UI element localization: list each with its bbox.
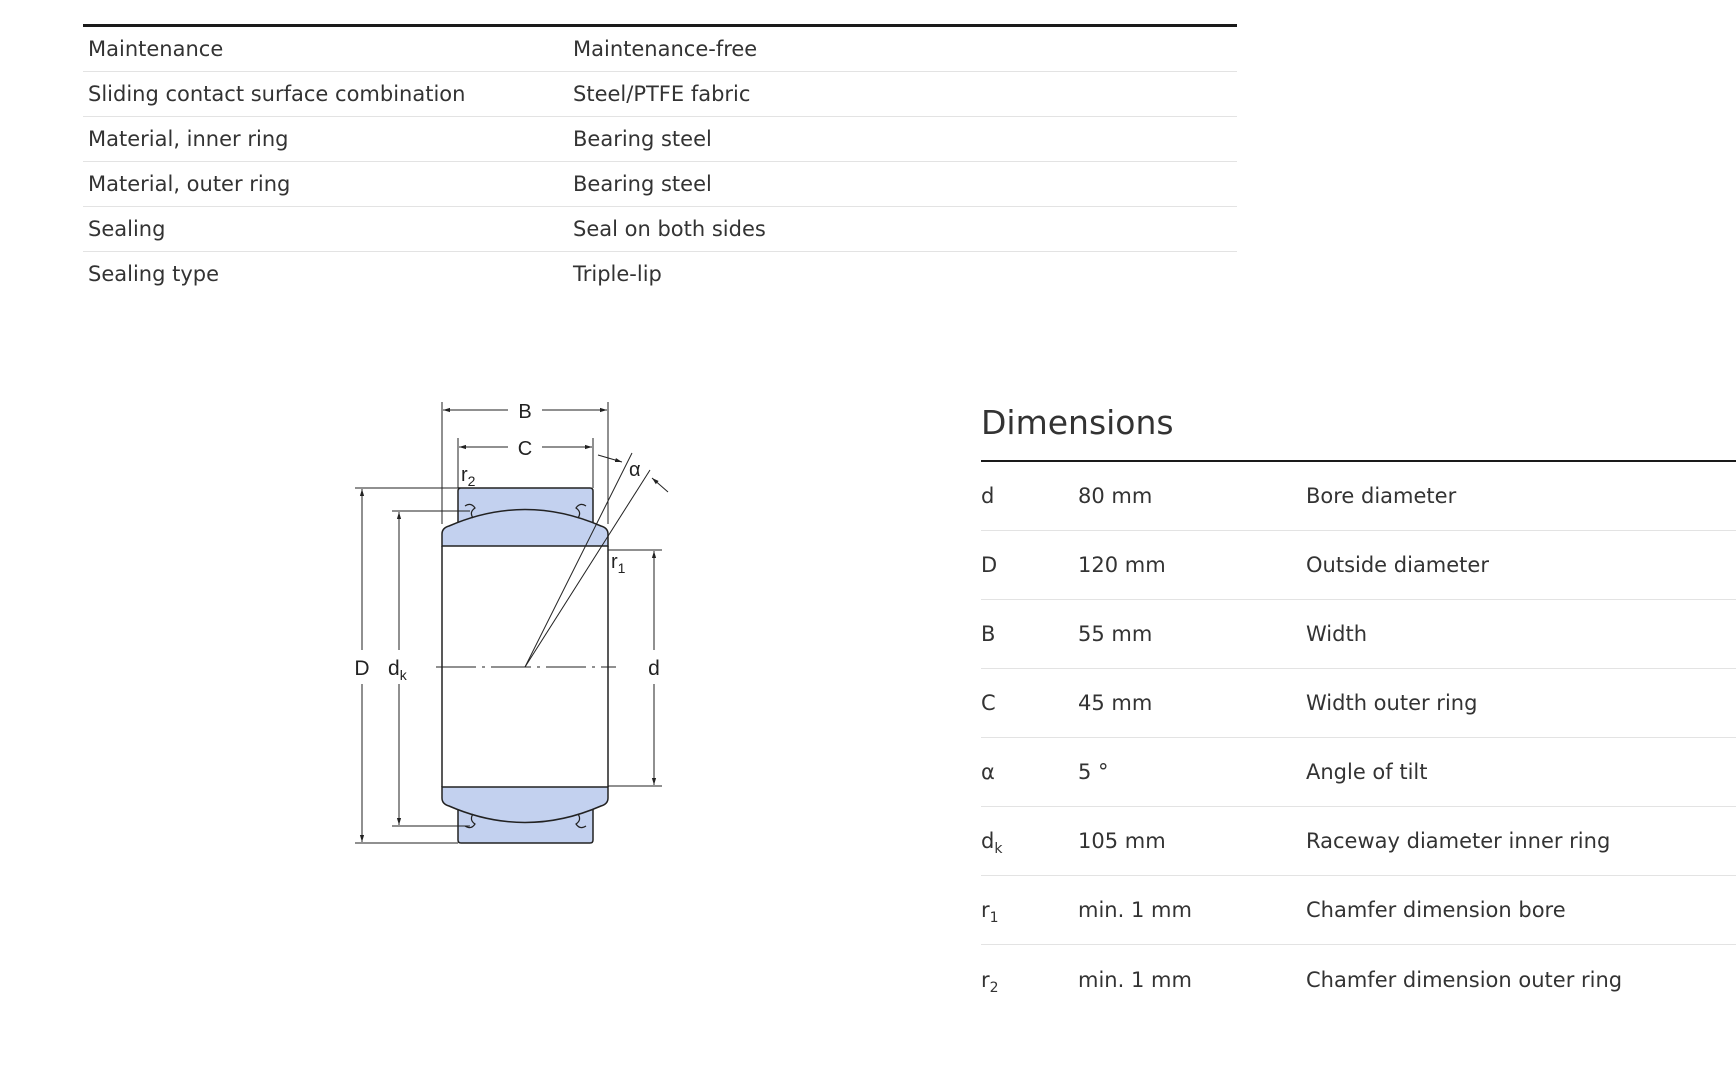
property-row: Maintenance Maintenance-free [83, 27, 1237, 72]
dimension-symbol: C [981, 691, 996, 715]
inner-ring-bottom [441, 786, 609, 824]
dimension-symbol: r2 [981, 967, 999, 996]
dimension-description: Bore diameter [1306, 484, 1457, 508]
label-alpha: α [629, 459, 641, 481]
dimension-symbol: r1 [981, 898, 999, 926]
properties-table: Maintenance Maintenance-free Sliding con… [83, 24, 1237, 296]
label-r2: r2 [461, 464, 476, 489]
dimension-description: Chamfer dimension bore [1306, 898, 1566, 922]
seal-marks [464, 503, 587, 829]
property-value: Bearing steel [573, 172, 712, 196]
dimension-value: 5 ° [1078, 760, 1109, 784]
property-value: Triple-lip [573, 262, 662, 286]
dimension-value: 120 mm [1078, 553, 1166, 577]
label-dk: dk [388, 657, 408, 683]
alpha-arrow-2 [651, 477, 669, 493]
dimension-row: B 55 mm Width [981, 600, 1736, 669]
dimensions-title: Dimensions [981, 403, 1174, 442]
dimension-row: r1 min. 1 mm Chamfer dimension bore [981, 876, 1736, 945]
dimension-value: min. 1 mm [1078, 898, 1192, 922]
label-r1: r1 [611, 551, 626, 576]
alpha-line-1 [524, 452, 633, 668]
dimension-symbol: dk [981, 829, 1003, 857]
property-value: Bearing steel [573, 127, 712, 151]
label-outer-d: D [354, 657, 369, 680]
dimension-description: Angle of tilt [1306, 760, 1428, 784]
property-label: Sealing type [88, 262, 220, 286]
dimension-description: Chamfer dimension outer ring [1306, 967, 1623, 992]
alpha-arrow-1 [597, 454, 623, 463]
dimension-row: C 45 mm Width outer ring [981, 669, 1736, 738]
dimension-row: d 80 mm Bore diameter [981, 462, 1736, 531]
dimension-value: 55 mm [1078, 622, 1153, 646]
property-value: Seal on both sides [573, 217, 766, 241]
dimension-row: α 5 ° Angle of tilt [981, 738, 1736, 807]
property-label: Sealing [88, 217, 166, 241]
dimension-value: 105 mm [1078, 829, 1166, 853]
label-b: B [518, 401, 531, 423]
label-bore-d: d [648, 657, 660, 680]
dimensions-section: Dimensions d 80 mm Bore diameter D 120 m… [981, 395, 1736, 1014]
dimension-symbol: α [981, 760, 995, 784]
property-value: Steel/PTFE fabric [573, 82, 751, 106]
inner-ring-top [441, 508, 609, 547]
dimension-row: dk 105 mm Raceway diameter inner ring [981, 807, 1736, 876]
dimension-value: 45 mm [1078, 691, 1153, 715]
property-row: Sealing type Triple-lip [83, 252, 1237, 296]
property-row: Material, outer ring Bearing steel [83, 162, 1237, 207]
spherical-plain-bearing-diagram: B C α r2 r1 D dk d [354, 401, 669, 844]
dimension-symbol: B [981, 622, 996, 646]
property-label: Material, outer ring [88, 172, 291, 196]
dimension-description: Width [1306, 622, 1368, 646]
dimensions-divider [981, 460, 1736, 462]
dimension-row: r2 min. 1 mm Chamfer dimension outer rin… [981, 945, 1736, 1014]
property-row: Material, inner ring Bearing steel [83, 117, 1237, 162]
dimension-description: Outside diameter [1306, 553, 1489, 577]
dimension-symbol: D [981, 553, 998, 577]
dimension-description: Width outer ring [1306, 691, 1478, 715]
property-label: Maintenance [88, 37, 224, 61]
property-row: Sliding contact surface combination Stee… [83, 72, 1237, 117]
dimension-row: D 120 mm Outside diameter [981, 531, 1736, 600]
bearing-drawing: B C α r2 r1 D dk d [330, 390, 690, 860]
dimension-description: Raceway diameter inner ring [1306, 829, 1611, 853]
label-c: C [518, 438, 532, 460]
property-label: Sliding contact surface combination [88, 82, 466, 106]
dimension-value: 80 mm [1078, 484, 1153, 508]
property-value: Maintenance-free [573, 37, 758, 61]
property-row: Sealing Seal on both sides [83, 207, 1237, 252]
dimension-symbol: d [981, 484, 995, 508]
alpha-line-2 [524, 469, 651, 668]
dimension-value: min. 1 mm [1078, 967, 1192, 992]
property-label: Material, inner ring [88, 127, 289, 151]
